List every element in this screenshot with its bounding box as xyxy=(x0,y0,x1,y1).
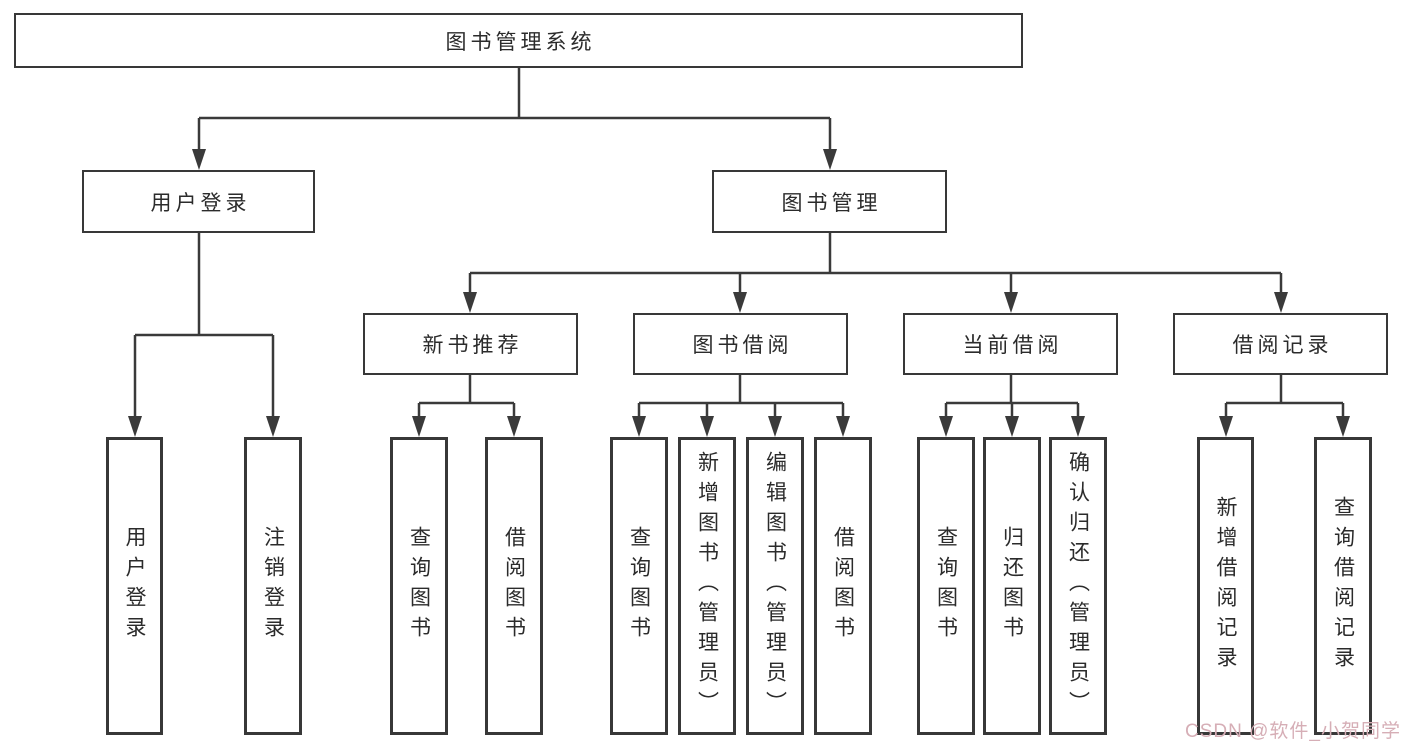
node-borrow-books-borrowing: 借阅图书 xyxy=(814,437,872,735)
node-borrow-books-recommend: 借阅图书 xyxy=(485,437,543,735)
arrowhead-triangles xyxy=(128,149,1350,437)
node-label: 查询图书 xyxy=(934,526,958,646)
node-label: 借阅图书 xyxy=(831,526,855,646)
node-book-management: 图书管理 xyxy=(712,170,947,233)
node-label: 查询图书 xyxy=(407,526,431,646)
node-add-borrow-record: 新增借阅记录 xyxy=(1197,437,1254,735)
node-query-books-current: 查询图书 xyxy=(917,437,975,735)
node-label: 查询借阅记录 xyxy=(1331,496,1355,676)
node-label: 查询图书 xyxy=(627,526,651,646)
connector-stroke-paths xyxy=(133,67,1345,418)
node-label: 注销登录 xyxy=(261,526,285,646)
node-query-books-borrowing: 查询图书 xyxy=(610,437,668,735)
node-label: 新增借阅记录 xyxy=(1214,496,1237,676)
node-return-books: 归还图书 xyxy=(983,437,1041,735)
node-confirm-return-admin: 确认归还（管理员） xyxy=(1049,437,1107,735)
node-label: 编辑图书（管理员） xyxy=(763,451,787,721)
node-label: 用户登录 xyxy=(123,526,146,646)
node-query-borrow-record: 查询借阅记录 xyxy=(1314,437,1372,735)
node-user-login-action: 用户登录 xyxy=(106,437,163,735)
node-logout-action: 注销登录 xyxy=(244,437,302,735)
node-label: 图书管理 xyxy=(781,191,882,215)
node-label: 借阅图书 xyxy=(502,526,526,646)
node-label: 图书管理系统 xyxy=(445,30,596,54)
node-library-management-system: 图书管理系统 xyxy=(14,13,1023,68)
node-label: 归还图书 xyxy=(1000,526,1024,646)
node-label: 确认归还（管理员） xyxy=(1066,451,1090,721)
node-book-borrowing: 图书借阅 xyxy=(633,313,848,375)
node-query-books-recommend: 查询图书 xyxy=(390,437,448,735)
node-add-books-admin: 新增图书（管理员） xyxy=(678,437,736,735)
node-current-borrowing: 当前借阅 xyxy=(903,313,1118,375)
node-user-login: 用户登录 xyxy=(82,170,315,233)
node-label: 当前借阅 xyxy=(962,334,1063,357)
node-label: 新增图书（管理员） xyxy=(695,451,719,721)
node-label: 图书借阅 xyxy=(692,334,793,357)
node-label: 用户登录 xyxy=(150,191,251,215)
node-edit-books-admin: 编辑图书（管理员） xyxy=(746,437,804,735)
node-borrowing-records: 借阅记录 xyxy=(1173,313,1388,375)
node-label: 借阅记录 xyxy=(1232,334,1333,357)
csdn-watermark: CSDN @软件_小贺同学 xyxy=(1185,721,1401,742)
node-new-book-recommendation: 新书推荐 xyxy=(363,313,578,375)
node-label: 新书推荐 xyxy=(422,334,523,357)
